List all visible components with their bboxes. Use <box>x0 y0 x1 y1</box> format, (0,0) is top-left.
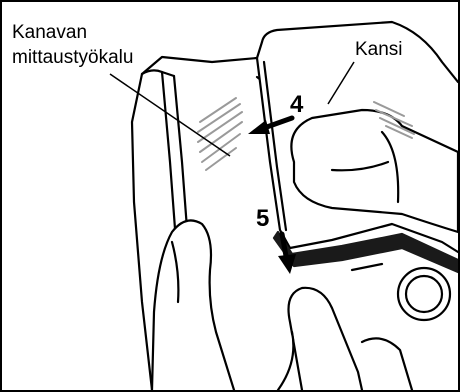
tool-label-line1: Kanavan <box>12 22 87 44</box>
step-5-number: 5 <box>256 206 269 232</box>
leader-line-cover <box>328 62 354 104</box>
hand-bottom <box>278 288 362 390</box>
hand-left <box>152 220 234 390</box>
step-4-number: 4 <box>290 92 303 118</box>
hatch-mark-tool <box>198 98 242 170</box>
device-lower-detail <box>352 264 450 390</box>
cover-label: Kansi <box>355 39 403 61</box>
tool-label-line2: mittaustyökalu <box>12 47 133 69</box>
